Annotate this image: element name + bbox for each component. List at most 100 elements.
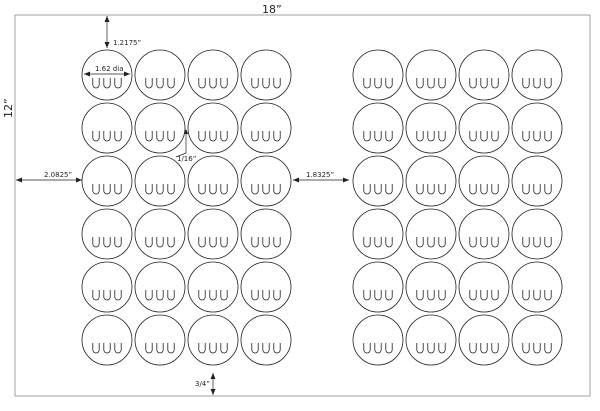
slit-cut [469,184,477,195]
slit-cut [480,184,488,195]
slit-cut [438,184,446,195]
sheet-height-label: 12” [2,98,15,118]
slit-cut [385,131,393,142]
slit-cut [385,343,393,354]
slit-cut [469,78,477,89]
slit-cut [145,343,153,354]
die-cut-circle [240,155,292,207]
slit-cut [156,237,164,248]
slit-cut [385,184,393,195]
circle-outline [134,155,186,207]
die-cut-circle [458,314,510,366]
slit-cut [251,237,259,248]
die-cut-circle [352,314,404,366]
circle-outline [352,314,404,366]
right-circle-panel [352,49,563,366]
die-cut-circle [405,155,457,207]
circle-outline [405,155,457,207]
slit-cut [209,78,217,89]
slit-cut [533,131,541,142]
slit-cut [544,184,552,195]
die-cut-circle [405,314,457,366]
slit-cut [103,343,111,354]
slit-cut [374,78,382,89]
circle-outline [81,208,133,260]
diameter-arrow-right [124,71,130,77]
slit-cut [262,78,270,89]
top-margin-arrow-up [104,16,110,22]
slit-cut [156,78,164,89]
slit-cut [198,343,206,354]
slit-cut [220,290,228,301]
slit-cut [145,184,153,195]
sheet-outline [14,14,591,397]
slit-cut [273,290,281,301]
die-cut-circle [405,49,457,101]
circle-outline [405,208,457,260]
circle-outline [352,49,404,101]
slit-cut [427,237,435,248]
die-cut-circle [134,49,186,101]
slit-cut [92,78,100,89]
slit-cut [469,343,477,354]
slit-cut [262,343,270,354]
slit-cut [469,290,477,301]
circle-outline [458,261,510,313]
top-margin-arrow-down [104,42,110,48]
slit-cut [167,237,175,248]
slit-cut [103,290,111,301]
slit-cut [522,131,530,142]
die-cut-circle [511,314,563,366]
die-cut-circle [352,49,404,101]
circle-outline [81,155,133,207]
slit-cut [156,290,164,301]
slit-cut [220,78,228,89]
slit-cut [363,290,371,301]
slit-cut [374,237,382,248]
slit-cut [251,290,259,301]
slit-cut [469,131,477,142]
die-cut-circle [187,208,239,260]
slit-cut [156,131,164,142]
slit-cut [374,343,382,354]
circle-outline [511,49,563,101]
slit-cut [145,290,153,301]
die-cut-circle [511,208,563,260]
die-cut-circle [352,208,404,260]
die-cut-circle [187,314,239,366]
die-cut-circle [352,155,404,207]
slit-cut [544,237,552,248]
circle-outline [81,261,133,313]
die-cut-circle [352,261,404,313]
circle-outline [352,208,404,260]
slit-cut [533,343,541,354]
slit-cut [167,78,175,89]
slit-cut [427,290,435,301]
die-cut-circle [458,261,510,313]
slit-cut [363,131,371,142]
slit-cut [114,290,122,301]
slit-cut [167,343,175,354]
slit-cut [416,343,424,354]
circle-outline [405,314,457,366]
circle-outline [511,314,563,366]
slit-cut [251,184,259,195]
center-gap-label: 1.8325” [306,171,334,179]
circle-outline [511,102,563,154]
slit-cut [491,343,499,354]
slit-cut [438,131,446,142]
slit-cut [469,237,477,248]
slit-cut [273,184,281,195]
slit-cut [544,78,552,89]
bottom-margin-arrow-up [210,373,216,379]
gap-arrow [183,129,189,134]
circle-outline [240,102,292,154]
slit-cut [92,237,100,248]
slit-cut [156,184,164,195]
die-cut-circle [134,155,186,207]
slit-cut [533,78,541,89]
slit-cut [544,343,552,354]
die-cut-circle [511,261,563,313]
circle-outline [81,102,133,154]
slit-cut [156,343,164,354]
